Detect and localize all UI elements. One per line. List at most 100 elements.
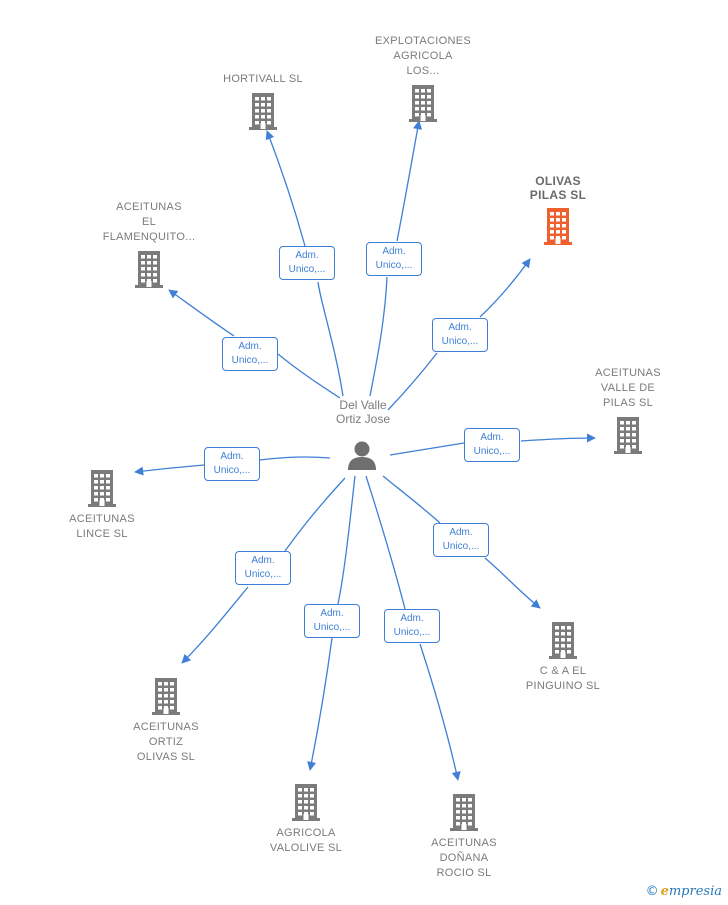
relation-text: Adm.	[295, 250, 319, 261]
company-name-line: AGRICOLA	[276, 827, 336, 839]
edge-hortivall-end	[265, 130, 306, 247]
building-icon[interactable]	[541, 206, 575, 246]
company-name-line: PILAS SL	[602, 397, 654, 409]
edge-ortiz-olivas-start	[284, 477, 346, 552]
relation-label-pinguino[interactable]: Adm. Unico,...	[433, 523, 489, 557]
edge-donana-end	[419, 643, 461, 781]
company-name-line: LOS...	[406, 65, 440, 77]
edge-pinguino-end	[484, 557, 541, 609]
company-name[interactable]: AGRICOLA VALOLIVE SL	[241, 826, 371, 856]
relation-text: Adm.	[220, 451, 244, 462]
relation-text: Adm.	[320, 608, 344, 619]
center-name-line-1: Del Valle	[339, 398, 387, 412]
relation-label-lince[interactable]: Adm. Unico,...	[204, 447, 260, 481]
company-name-line: ACEITUNAS	[69, 513, 135, 525]
company-name-line: PILAS SL	[529, 188, 587, 202]
edge-olivas-pilas-end	[479, 258, 531, 318]
relation-text: Unico,...	[231, 355, 269, 366]
company-node-hortivall[interactable]: HORTIVALL SL	[198, 72, 328, 135]
company-name-line: ACEITUNAS	[431, 837, 497, 849]
company-name-line: ACEITUNAS	[595, 367, 661, 379]
edge-valle-pilas-end	[520, 433, 596, 443]
edge-ortiz-olivas-end	[181, 586, 249, 664]
relation-text: Unico,...	[441, 336, 479, 347]
company-name-line: ORTIZ	[148, 736, 184, 748]
relation-label-valle-pilas[interactable]: Adm.Unico,...	[464, 428, 520, 462]
building-icon[interactable]	[149, 676, 183, 716]
footer-brand: ©empresia	[646, 884, 722, 899]
edge-lince-start	[259, 456, 331, 461]
building-icon[interactable]	[406, 83, 440, 123]
relation-label-donana[interactable]: Adm. Unico,...	[384, 609, 440, 643]
company-node-lince[interactable]: ACEITUNAS LINCE SL	[37, 464, 167, 542]
edge-flamenquito-start	[277, 353, 341, 399]
relation-label-valolive[interactable]: Adm. Unico,...	[304, 604, 360, 638]
company-name-line: LINCE SL	[76, 528, 128, 540]
relation-label-flamenquito[interactable]: Adm.Unico,...	[222, 337, 278, 371]
relation-text: Unico,...	[393, 627, 431, 638]
relation-text: Adm.	[382, 246, 406, 257]
edge-donana-start	[365, 475, 406, 610]
company-name[interactable]: ACEITUNAS DOÑANA ROCIO SL	[399, 836, 529, 881]
relation-text: Adm.	[251, 555, 275, 566]
company-name-line: OLIVAS	[535, 174, 581, 188]
edge-valle-pilas-start	[389, 442, 465, 456]
building-icon[interactable]	[611, 415, 645, 455]
relation-text: Adm.	[400, 613, 424, 624]
company-name-line: VALLE DE	[600, 382, 656, 394]
edge-olivas-pilas-start	[387, 352, 438, 411]
building-icon[interactable]	[447, 792, 481, 832]
relation-label-olivas-pilas[interactable]: Adm. Unico,...	[432, 318, 488, 352]
company-name[interactable]: ACEITUNAS VALLE DE PILAS SL	[563, 366, 693, 411]
company-name-line: VALOLIVE SL	[269, 842, 343, 854]
company-name-line: DOÑANA	[439, 852, 489, 864]
company-node-donana[interactable]: ACEITUNAS DOÑANA ROCIO SL	[399, 788, 529, 881]
company-node-valolive[interactable]: AGRICOLA VALOLIVE SL	[241, 778, 371, 856]
building-icon[interactable]	[246, 91, 280, 131]
building-icon[interactable]	[546, 620, 580, 660]
relation-text: Unico,...	[213, 465, 251, 476]
company-node-valle-pilas[interactable]: ACEITUNAS VALLE DE PILAS SL	[563, 366, 693, 459]
edge-flamenquito-end	[168, 289, 235, 337]
building-icon[interactable]	[289, 782, 323, 822]
center-name-line-2: Ortiz Jose	[335, 412, 390, 426]
relation-text: Unico,...	[442, 541, 480, 552]
brand-initial: e	[660, 884, 669, 899]
building-icon[interactable]	[85, 468, 119, 508]
person-icon[interactable]	[346, 440, 378, 470]
edge-hortivall-start	[317, 281, 344, 397]
relation-text: Unico,...	[288, 264, 326, 275]
relation-label-hortivall[interactable]: Adm. Unico,...	[279, 246, 335, 280]
relation-text: Adm.	[449, 527, 473, 538]
relation-text: Unico,...	[375, 260, 413, 271]
edge-pinguino-start	[382, 475, 441, 524]
company-name[interactable]: ACEITUNAS LINCE SL	[37, 512, 167, 542]
relation-text: Unico,...	[313, 622, 351, 633]
edge-lince-end	[134, 464, 205, 476]
edge-explotaciones-end	[396, 120, 423, 242]
relation-text: Adm.	[480, 432, 504, 443]
building-icon[interactable]	[132, 249, 166, 289]
edge-explotaciones-start	[369, 276, 388, 397]
company-name[interactable]: HORTIVALL SL	[198, 72, 328, 87]
relation-label-ortiz-olivas[interactable]: Adm.Unico,...	[235, 551, 291, 585]
center-person-label[interactable]: Del Valle Ortiz Jose	[318, 398, 408, 426]
relation-text: Adm.	[448, 322, 472, 333]
company-name-line: HORTIVALL SL	[223, 73, 303, 85]
company-name-line: OLIVAS SL	[136, 751, 196, 763]
company-name-line: EL	[141, 216, 157, 228]
company-name-line: ROCIO SL	[436, 867, 492, 879]
relation-label-explotaciones[interactable]: Adm. Unico,...	[366, 242, 422, 276]
company-name-line: AGRICOLA	[393, 50, 453, 62]
